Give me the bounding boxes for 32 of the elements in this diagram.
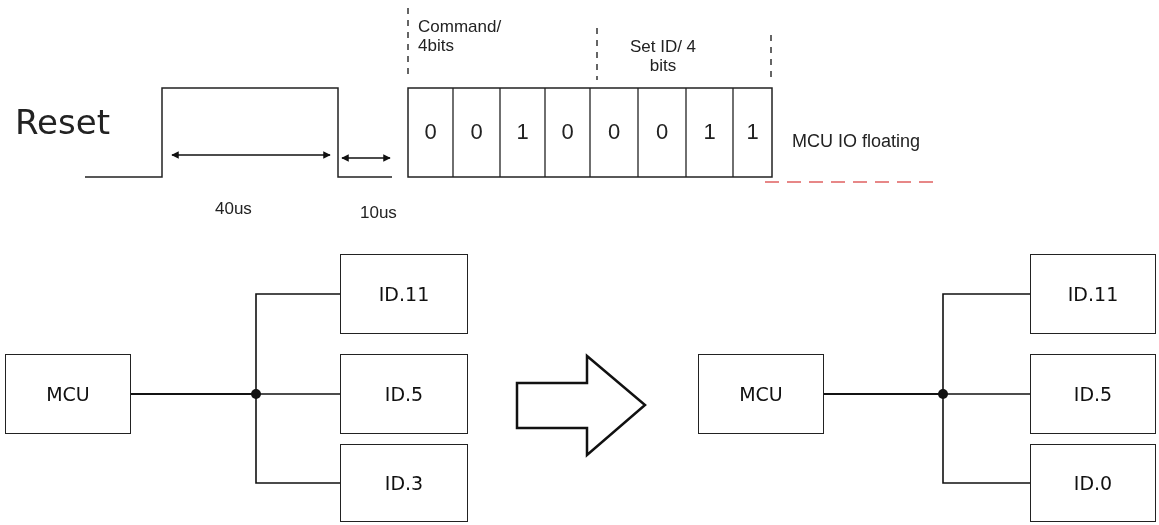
node-label: ID.5 xyxy=(1073,383,1113,405)
device-box xyxy=(340,254,468,334)
node-label: ID.3 xyxy=(384,472,424,494)
duration-label: 10us xyxy=(360,204,398,223)
duration-label: 40us xyxy=(215,200,253,219)
device-box xyxy=(1030,254,1156,334)
node-label: MCU xyxy=(739,383,783,405)
signal-name: Reset xyxy=(15,104,111,142)
device-box xyxy=(1030,354,1156,434)
device-box xyxy=(340,444,468,522)
node-label: ID.5 xyxy=(384,383,424,405)
mcu-box xyxy=(698,354,824,434)
bit-value: 0 xyxy=(560,120,575,145)
node-label: MCU xyxy=(46,383,90,405)
node-label: ID.11 xyxy=(1067,283,1119,305)
state-label: MCU IO floating xyxy=(792,132,922,152)
device-box xyxy=(340,354,468,434)
node-label: ID.0 xyxy=(1073,472,1113,494)
bit-value: 1 xyxy=(515,120,530,145)
bit-value: 0 xyxy=(423,120,438,145)
bit-value: 0 xyxy=(654,120,670,145)
device-box xyxy=(1030,444,1156,522)
field-label: Set ID/ 4 bits xyxy=(628,38,698,76)
bit-value: 0 xyxy=(606,120,622,145)
bus-line xyxy=(130,393,341,484)
bit-value: 1 xyxy=(702,120,717,145)
field-label: Command/ 4bits xyxy=(418,18,503,56)
bit-value: 0 xyxy=(469,120,484,145)
bit-value: 1 xyxy=(745,120,760,145)
node-label: ID.11 xyxy=(378,283,430,305)
mcu-box xyxy=(5,354,131,434)
bus-line xyxy=(823,393,1031,484)
